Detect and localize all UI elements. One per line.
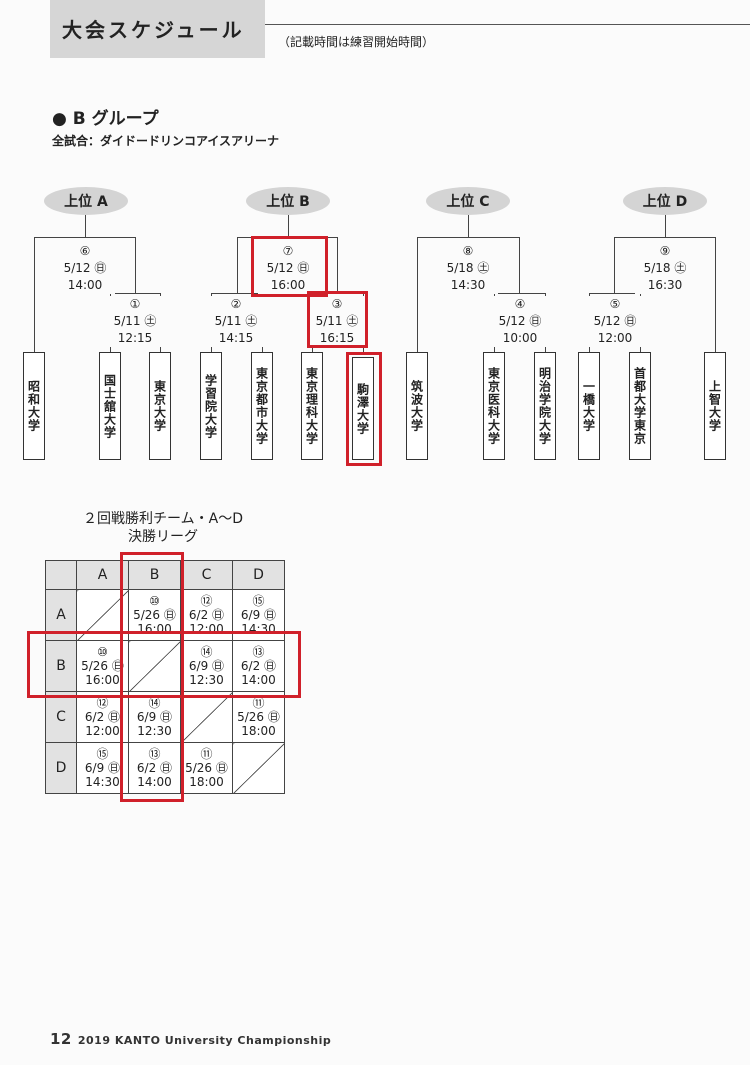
match-4: ④ 5/12 ㊐ 10:00 [490, 296, 550, 347]
team-box: 首都大学東京 [629, 352, 651, 460]
match-time: 14:30 [450, 278, 486, 292]
footer: 12 2019 KANTO University Championship [50, 1030, 331, 1048]
league-row-header: C [45, 691, 77, 743]
league-title: ２回戦勝利チーム・A～D 決勝リーグ [58, 510, 268, 546]
team-box: 東京理科大学 [301, 352, 323, 460]
team-box: 昭和大学 [23, 352, 45, 460]
match-8: ⑧ 5/18 ㊏ 14:30 [438, 243, 498, 294]
league-row-header: D [45, 742, 77, 794]
league-corner [45, 560, 77, 590]
pool-c-label: 上位 C [426, 187, 510, 215]
match-date: 5/11 ㊏ [113, 314, 157, 328]
venue-text: 全試合：ダイドードリンコアイスアリーナ [52, 134, 280, 148]
league-col-header: D [232, 560, 285, 590]
footer-text: 2019 KANTO University Championship [77, 1034, 332, 1047]
match-date: 5/12 ㊐ [593, 314, 637, 328]
match-time: 16:30 [647, 278, 683, 292]
team-box: 駒澤大学 [352, 357, 374, 460]
header-divider [265, 24, 750, 25]
match-date: 5/11 ㊏ [315, 314, 359, 328]
highlight-team [346, 352, 382, 466]
pool-a-label: 上位 A [44, 187, 128, 215]
match-date: 5/11 ㊏ [214, 314, 258, 328]
league-cell-self [232, 742, 285, 794]
match-3: ③ 5/11 ㊏ 16:15 [307, 296, 367, 347]
match-number: ① [129, 297, 141, 311]
match-number: ② [230, 297, 242, 311]
team-box: 筑波大学 [406, 352, 428, 460]
match-date: 5/18 ㊏ [643, 261, 687, 275]
match-number: ⑤ [609, 297, 621, 311]
match-number: ⑦ [282, 244, 294, 258]
league-row-header: B [45, 640, 77, 692]
match-9: ⑨ 5/18 ㊏ 16:30 [635, 243, 695, 294]
match-date: 5/12 ㊐ [498, 314, 542, 328]
team-box: 東京大学 [149, 352, 171, 460]
match-7: ⑦ 5/12 ㊐ 16:00 [258, 243, 318, 294]
group-title: ● B グループ [52, 109, 159, 129]
match-number: ③ [331, 297, 343, 311]
match-time: 16:00 [270, 278, 306, 292]
highlight-match-3 [307, 291, 368, 348]
team-box: 明治学院大学 [534, 352, 556, 460]
league-header-row: A B C D [45, 560, 285, 590]
team-box: 国士舘大学 [99, 352, 121, 460]
match-number: ⑧ [462, 244, 474, 258]
team-box: 学習院大学 [200, 352, 222, 460]
match-time: 14:00 [67, 278, 103, 292]
team-box: 東京都市大学 [251, 352, 273, 460]
match-time: 12:00 [597, 331, 633, 345]
match-date: 5/12 ㊐ [63, 261, 107, 275]
match-time: 10:00 [502, 331, 538, 345]
match-date: 5/12 ㊐ [266, 261, 310, 275]
league-cell-self [180, 691, 233, 743]
team-box: 上智大学 [704, 352, 726, 460]
team-box: 東京医科大学 [483, 352, 505, 460]
page-title: 大会スケジュール [62, 18, 245, 42]
match-number: ⑥ [79, 244, 91, 258]
match-time: 14:15 [218, 331, 254, 345]
league-col-header: B [128, 560, 181, 590]
highlight-row-b [27, 631, 301, 698]
pool-b-label: 上位 B [246, 187, 330, 215]
match-1: ① 5/11 ㊏ 12:15 [105, 296, 165, 347]
page-number: 12 [50, 1030, 72, 1048]
match-6: ⑥ 5/12 ㊐ 14:00 [55, 243, 115, 294]
header-note: （記載時間は練習開始時間） [278, 35, 435, 49]
match-time: 16:15 [319, 331, 355, 345]
league-title-line2: 決勝リーグ [128, 529, 198, 545]
pool-d-label: 上位 D [623, 187, 707, 215]
highlight-column-b [120, 552, 184, 802]
match-number: ⑨ [659, 244, 671, 258]
header-tab [50, 0, 265, 58]
highlight-match-7 [251, 236, 328, 297]
match-date: 5/18 ㊏ [446, 261, 490, 275]
match-number: ④ [514, 297, 526, 311]
match-time: 12:15 [117, 331, 153, 345]
match-2: ② 5/11 ㊏ 14:15 [206, 296, 266, 347]
team-box: 一橋大学 [578, 352, 600, 460]
league-title-line1: ２回戦勝利チーム・A～D [83, 511, 243, 527]
match-5: ⑤ 5/12 ㊐ 12:00 [585, 296, 645, 347]
league-col-header: C [180, 560, 233, 590]
